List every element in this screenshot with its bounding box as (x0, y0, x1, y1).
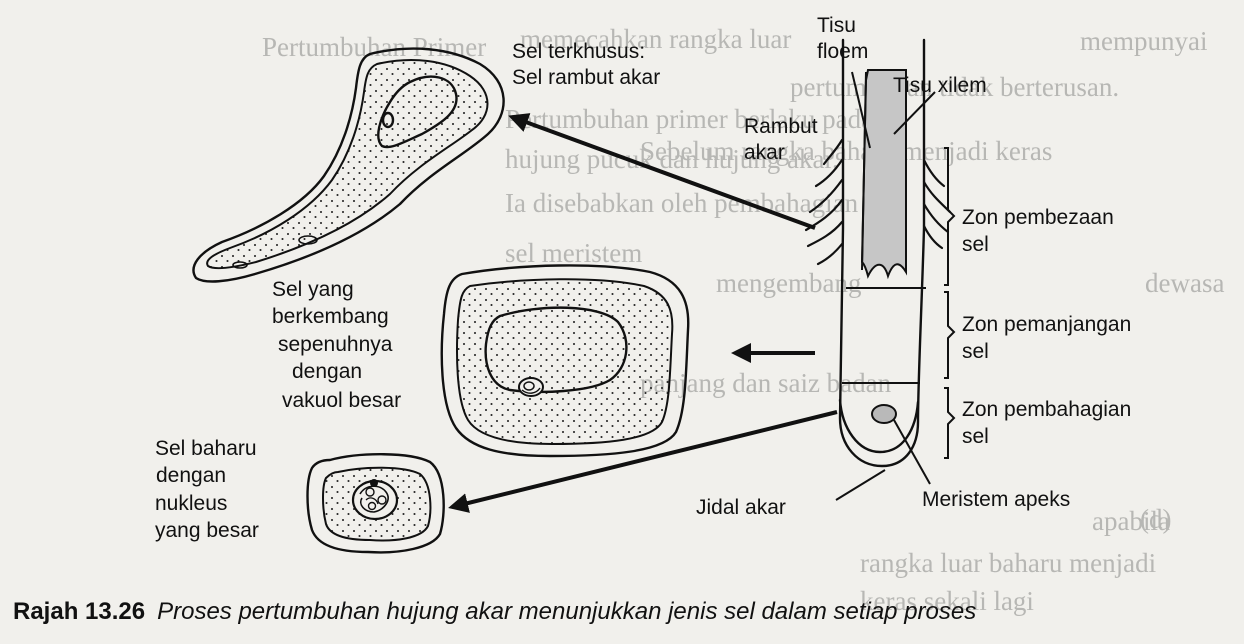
label-zone-differentiation: Zon pembezaan sel (962, 206, 1120, 256)
vascular-wall (861, 71, 867, 271)
developed-cell (440, 264, 690, 458)
label-root-cap: Jidal akar (696, 496, 786, 519)
new-cell-large-nucleus (351, 479, 399, 521)
figure-caption: Rajah 13.26 Proses pertumbuhan hujung aka… (13, 598, 976, 625)
apical-meristem (871, 404, 897, 424)
bleed-line: memecahkan rangka luar (520, 24, 791, 54)
developed-cell-large-vacuole (484, 306, 628, 394)
leader-lines (835, 71, 936, 501)
developed-cell-nucleus (518, 377, 544, 397)
meristem-leader (893, 419, 931, 485)
bleed-line: sel meristem (505, 238, 642, 268)
arrow-to-new-cell (448, 410, 838, 513)
label-zone-division: Zon pembahagian sel (962, 398, 1137, 448)
bleed-line: Ia disebabkan oleh pembahagian (505, 188, 859, 218)
bleed-line: dewasa (1145, 268, 1224, 298)
label-root-hair: Rambut akar (744, 115, 823, 164)
bleed-line: mengembang (716, 268, 861, 298)
root-cap-leader (835, 469, 886, 501)
root-hair-cell-nucleus (381, 111, 395, 129)
diagram-labels: Sel terkhusus: Sel rambut akar Tisu floe… (155, 14, 1137, 542)
bleed-line: mempunyai (1080, 26, 1207, 56)
label-developed-cell: Sel yang berkembang sepenuhnya dengan va… (272, 278, 401, 412)
label-xylem-tissue: Tisu xilem (893, 74, 987, 97)
bleed-line: (d) (1140, 504, 1171, 534)
label-new-cell: Sel baharu dengan nukleus yang besar (155, 437, 262, 542)
zone-bracket-elongation (944, 291, 956, 379)
root-hair-cell (192, 47, 505, 283)
label-specialised-cell: Sel terkhusus: Sel rambut akar (512, 40, 660, 89)
arrow-to-root-hair-cell (508, 113, 816, 230)
new-cell (306, 453, 445, 554)
bleed-line: apabila (1092, 506, 1170, 536)
bleed-line: Sebelum rangka baharu menjadi keras (640, 136, 1052, 166)
root-hair-cell-cytoplasm (206, 59, 489, 270)
bleed-line: Pertumbuhan Primer (262, 32, 486, 62)
zone-bracket-division (944, 387, 956, 459)
bleed-line: pertumbuhan tidak berterusan. (790, 72, 1119, 102)
caption-number: Rajah 13.26 (13, 598, 145, 625)
background-bleed-text: Pertumbuhan Primer memecahkan rangka lua… (262, 24, 1224, 616)
label-phloem-tissue: Tisu floem (817, 14, 868, 63)
zone-bracket-differentiation (944, 147, 956, 286)
label-apical-meristem: Meristem apeks (922, 488, 1070, 511)
label-zone-elongation: Zon pemanjangan sel (962, 313, 1137, 363)
xylem-tissue (860, 69, 907, 280)
developed-cell-outer-wall (440, 264, 690, 458)
bleed-line: Pertumbuhan primer berlaku pada (505, 104, 873, 134)
root-cap-outline (838, 398, 920, 454)
caption-line: Rajah 13.26 Proses pertumbuhan hujung aka… (13, 598, 976, 625)
root-hair-cell-plastid (232, 261, 248, 269)
bleed-line: hujung pucuk dan hujung akar. (505, 144, 839, 174)
root-outline (838, 38, 926, 468)
bleed-line: rangka luar baharu menjadi (860, 548, 1156, 578)
phloem-leader (851, 71, 871, 149)
xylem-leader (893, 91, 936, 135)
caption-text: Proses pertumbuhan hujung akar menunjukk… (157, 598, 976, 625)
bleed-line: keras sekali lagi (860, 586, 1034, 616)
root-hair-cell-vacuole (377, 75, 458, 149)
root-hair-cell-outer-wall (192, 47, 505, 283)
root-hair-cell-plastid (298, 235, 318, 245)
root-hairs (804, 138, 952, 266)
process-arrows (448, 113, 838, 513)
root-tip (804, 38, 956, 468)
new-cell-outer-wall (306, 453, 445, 554)
developed-cell-cytoplasm (456, 278, 674, 446)
